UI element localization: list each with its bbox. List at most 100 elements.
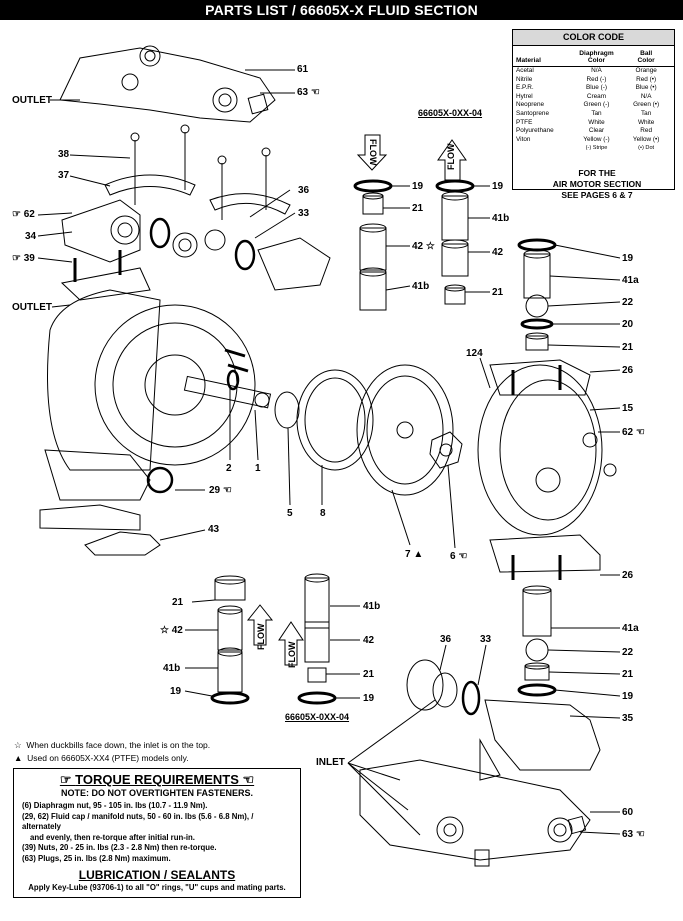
torque-requirements-box: ☞ TORQUE REQUIREMENTS ☜ NOTE: DO NOT OVE…	[13, 768, 301, 898]
callout-43: 43	[208, 524, 220, 535]
note-triangle: ▲ Used on 66605X-XX4 (PTFE) models only.	[14, 753, 189, 763]
flow-label-upper-left: FLOW	[368, 139, 378, 166]
callout-8: 8	[320, 508, 326, 519]
color-code-table: COLOR CODE Material Diaphragm Color Ball…	[512, 29, 675, 190]
callout-20: 20	[622, 319, 634, 330]
callout-26-a: 26	[622, 365, 634, 376]
callout-19-a: 19	[412, 181, 424, 192]
ball-color-cell: Red (•)	[636, 75, 657, 83]
callout-41a-a: 41a	[622, 275, 639, 286]
callout-60: 60	[622, 807, 634, 818]
torque-title: ☞ TORQUE REQUIREMENTS ☜	[59, 772, 255, 787]
color-code-header-ball: Ball Color	[637, 50, 655, 64]
callout-61: 61	[297, 64, 309, 75]
callout-37: 37	[58, 170, 70, 181]
callout-62-left: ☞ 62	[12, 209, 35, 220]
callout-21-d: 21	[172, 597, 184, 608]
callout-21-b: 21	[492, 287, 504, 298]
diaphragm-color-cell: Blue (-)	[586, 84, 607, 92]
diaphragm-color-cell: White	[588, 118, 605, 126]
callout-33-lower: 33	[480, 634, 492, 645]
footnotes: ☆ When duckbills face down, the inlet is…	[14, 739, 210, 765]
color-code-row: E.P.R.Blue (-)Blue (•)	[513, 84, 674, 93]
callout-19-e: 19	[363, 693, 375, 704]
callout-outlet-mid: OUTLET	[12, 302, 52, 313]
color-code-row: Hytrel Cream N/A	[513, 93, 674, 102]
note-star: ☆ When duckbills face down, the inlet is…	[14, 740, 211, 750]
ball-color-cell: N/A	[640, 92, 652, 100]
material-cell: Neoprene	[516, 101, 545, 109]
callout-42-c: ☆ 42	[160, 625, 183, 636]
color-code-row: Santoprene Tan Tan	[513, 110, 674, 119]
callout-29: 29 ☜	[209, 485, 232, 496]
callout-19-b: 19	[492, 181, 504, 192]
callout-15: 15	[622, 403, 634, 414]
ball-color-cell: Green (•)	[633, 101, 660, 109]
lubrication-text: Apply Key-Lube (93706-1) to all "O" ring…	[28, 883, 286, 892]
color-code-header-row: Material Diaphragm Color Ball Color	[513, 46, 674, 67]
callout-34: 34	[25, 231, 37, 242]
callout-19-f: 19	[622, 691, 634, 702]
callout-41b-d: 41b	[363, 601, 381, 612]
lubrication-title: LUBRICATION / SEALANTS	[78, 868, 236, 882]
callout-22-a: 22	[622, 297, 634, 308]
flow-label-upper-right: FLOW	[446, 143, 456, 171]
callout-inlet: INLET	[316, 757, 345, 768]
callout-2: 2	[226, 463, 232, 474]
color-code-footnote: (-) Stripe (•) Dot	[513, 144, 674, 152]
callout-26-b: 26	[622, 570, 634, 581]
material-cell: Viton	[516, 135, 531, 143]
callout-39: ☞ 39	[12, 253, 35, 264]
diaphragm-color-cell: N/A	[591, 67, 602, 74]
callout-41b-b: 41b	[492, 213, 510, 224]
callout-41a-b: 41a	[622, 623, 639, 634]
color-code-header-material: Material	[516, 57, 541, 64]
color-code-row: Neoprene Green (-) Green (•)	[513, 101, 674, 110]
diaphragm-color-cell: Yellow (-)	[583, 135, 610, 143]
flow-label-lower-right: FLOW	[287, 641, 297, 669]
callout-5: 5	[287, 508, 293, 519]
flow-label-lower-left: FLOW	[256, 623, 266, 651]
color-code-header-diaphragm: Diaphragm Color	[579, 50, 614, 64]
callout-1: 1	[255, 463, 261, 474]
page-title: PARTS LIST / 66605X-X FLUID SECTION	[0, 0, 683, 20]
callout-36-lower: 36	[440, 634, 452, 645]
callout-6: 6 ☜	[450, 551, 468, 562]
callout-63-bottom: 63 ☜	[622, 829, 645, 840]
ball-color-cell: Orange	[635, 67, 657, 74]
callout-62-right: 62 ☜	[622, 427, 645, 438]
stripe-legend: (-) Stripe	[585, 145, 608, 152]
color-code-row: Acetal N/A Orange	[513, 67, 674, 76]
dot-legend: (•) Dot	[638, 145, 655, 152]
callout-42-d: 42	[363, 635, 375, 646]
model-label-upper: 66605X-0XX-04	[418, 108, 483, 118]
callout-42-a: 42 ☆	[412, 241, 435, 252]
ball-color-cell: Yellow (•)	[632, 135, 660, 143]
material-cell: Acetal	[516, 67, 534, 74]
material-cell: Santoprene	[516, 109, 550, 117]
ball-color-cell: Blue (•)	[635, 84, 657, 92]
diaphragm-color-cell: Tan	[591, 109, 602, 117]
callout-outlet-top: OUTLET	[12, 95, 52, 106]
model-label-lower: 66605X-0XX-04	[285, 712, 350, 722]
callout-63-top: 63 ☜	[297, 87, 320, 98]
diaphragm-color-cell: Clear	[588, 127, 605, 135]
callout-42-b: 42	[492, 247, 504, 258]
diaphragm-color-cell: Green (-)	[583, 101, 610, 109]
callout-22-b: 22	[622, 647, 634, 658]
diaphragm-color-cell: Cream	[586, 92, 607, 100]
callout-35: 35	[622, 713, 634, 724]
material-cell: Hytrel	[516, 92, 533, 100]
callout-21-c: 21	[622, 342, 634, 353]
material-cell: Polyurethane	[516, 127, 554, 135]
ball-color-cell: Tan	[640, 109, 652, 117]
callout-124: 124	[466, 348, 483, 359]
callout-33-upper: 33	[298, 208, 310, 219]
callout-7: 7 ▲	[405, 549, 424, 560]
callout-36-upper: 36	[298, 185, 310, 196]
